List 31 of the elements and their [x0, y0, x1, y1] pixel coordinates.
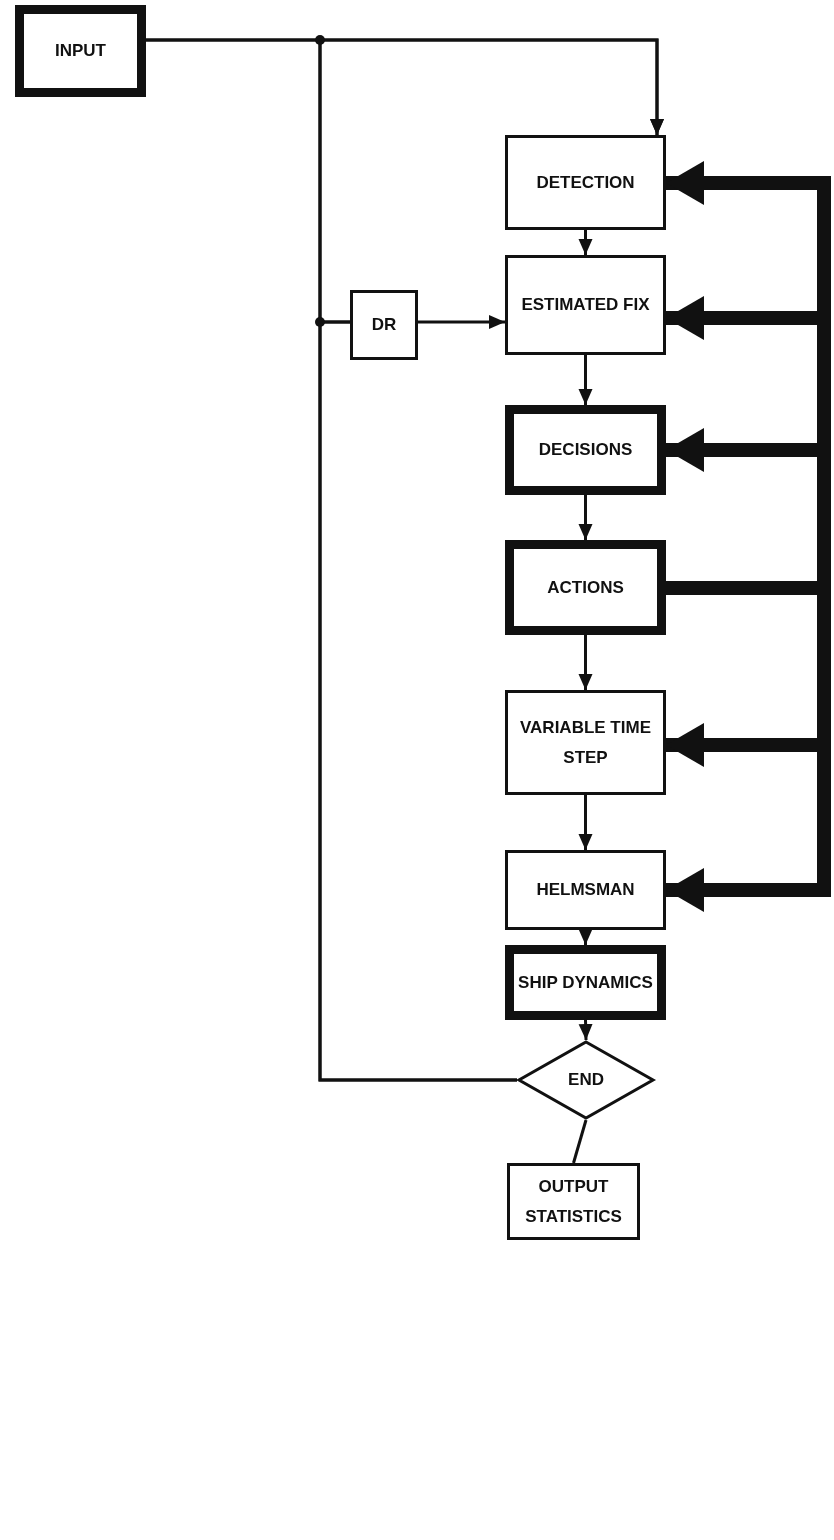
arrow — [578, 929, 593, 945]
process-box — [507, 1163, 640, 1240]
box-label: DETECTION — [535, 171, 636, 194]
box-label: DR — [370, 314, 398, 337]
process-box — [505, 690, 666, 795]
arrow — [578, 355, 593, 405]
process-box — [505, 255, 666, 355]
process-box — [15, 5, 146, 97]
box-label: SHIP DYNAMICS — [517, 971, 654, 994]
arrow — [578, 795, 593, 850]
box-label: OUTPUT STATISTICS — [524, 1175, 623, 1228]
box-label: HELMSMAN — [535, 879, 636, 902]
box-label: DECISIONS — [537, 439, 634, 462]
box-label: INPUT — [54, 40, 107, 63]
arrow — [578, 1019, 593, 1041]
connector-line — [572, 1119, 588, 1164]
connector-line — [318, 320, 517, 1082]
box-label: ACTIONS — [546, 576, 625, 599]
process-box — [505, 405, 666, 495]
arrow — [578, 495, 593, 540]
box-label: END — [567, 1069, 605, 1092]
arrow — [578, 635, 593, 690]
arrow — [578, 230, 593, 255]
process-box — [505, 135, 666, 230]
process-box — [505, 945, 666, 1020]
box-label: ESTIMATED FIX — [520, 294, 651, 317]
box-label: VARIABLE TIME STEP — [519, 716, 652, 769]
arrow — [418, 315, 505, 329]
process-box — [505, 850, 666, 930]
process-box — [350, 290, 418, 360]
process-box — [505, 540, 666, 635]
